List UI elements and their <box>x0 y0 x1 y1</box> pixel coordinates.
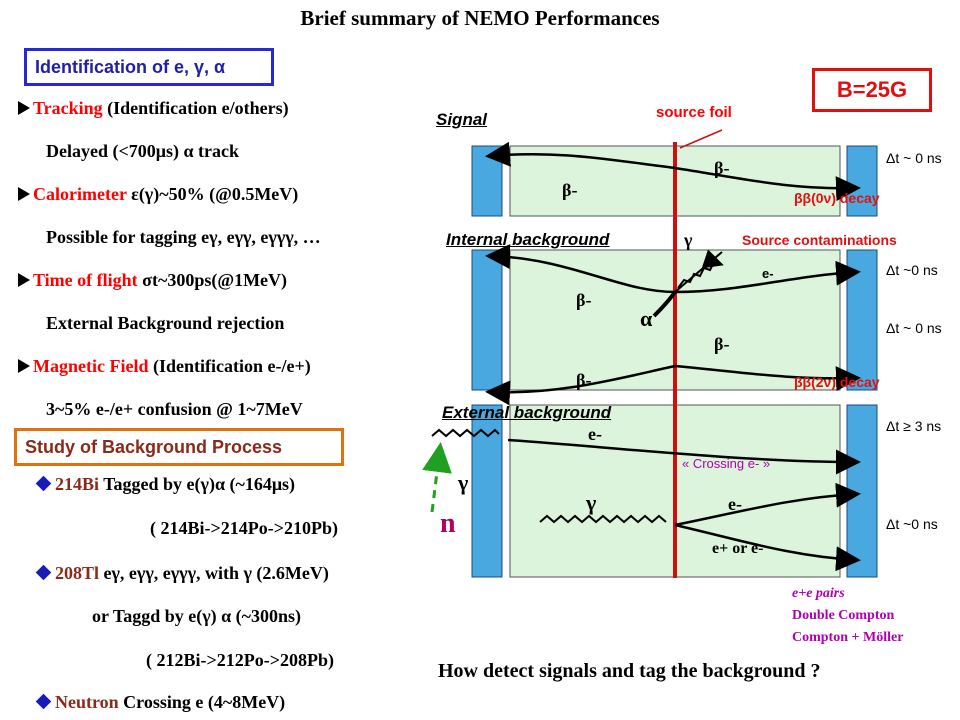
bi214-rest: Tagged by e(γ)α (~164μs) <box>99 474 296 494</box>
internal-track-lower-left <box>485 364 676 406</box>
gamma-external-bottom: γ <box>586 490 597 515</box>
bi214-line: 214Bi Tagged by e(γ)α (~164μs) <box>34 474 295 495</box>
signal-track-left <box>485 141 676 170</box>
beta-internal-lower-right: β- <box>714 334 730 354</box>
tl208-rest: eγ, eγγ, eγγγ, with γ (2.6MeV) <box>99 563 329 583</box>
tof-line: Time of flight σt~300ps(@1MeV) <box>18 270 287 291</box>
bullet-triangle-icon <box>18 273 30 287</box>
electron-crossing: e- <box>588 424 602 444</box>
tl208-sub: or Taggd by e(γ) α (~300ns) <box>92 606 302 626</box>
dt-label-4: Δt ≥ 3 ns <box>886 418 942 434</box>
source-foil-pointer <box>679 129 723 149</box>
neutron-line: Neutron Crossing e (4~8MeV) <box>34 692 285 713</box>
dt-label-3: Δt ~ 0 ns <box>886 320 942 336</box>
bi214-sub: ( 214Bi->214Po->210Pb) <box>150 518 338 538</box>
magnetic-rest: (Identification e-/e+) <box>148 356 311 376</box>
note-compton-moller: Compton + Möller <box>792 630 904 645</box>
note-pairs: e+e pairs <box>792 586 845 601</box>
left-calorimeter-3 <box>471 404 503 578</box>
tracking-rest: (Identification e/others) <box>102 98 289 118</box>
crossing-electron-track <box>507 438 861 475</box>
beta-internal-upper: β- <box>576 290 592 310</box>
gamma-internal: γ <box>684 230 693 250</box>
calorimeter-head: Calorimeter <box>33 184 127 204</box>
electron-pair: e- <box>728 494 742 514</box>
neutron-rest: Crossing e (4~8MeV) <box>118 692 286 712</box>
neutron-label: n <box>440 508 456 539</box>
internal-track-upper-right <box>674 260 861 294</box>
magnetic-line: Magnetic Field (Identification e-/e+) <box>18 356 311 377</box>
tl208-head: 208Tl <box>55 563 100 583</box>
internal-track-upper-left <box>485 244 676 294</box>
crossing-label: « Crossing e- » <box>682 456 771 471</box>
bullet-triangle-icon <box>18 187 30 201</box>
external-background-label: External background <box>442 403 612 422</box>
page-title: Brief summary of NEMO Performances <box>300 6 660 30</box>
tracking-line: Tracking (Identification e/others) <box>18 98 289 119</box>
gamma-wavy-external-top <box>431 428 500 438</box>
beta-signal-left: β- <box>562 180 578 200</box>
signal-track-right <box>674 166 861 202</box>
left-calorimeter-2 <box>471 249 503 391</box>
magnetic-head: Magnetic Field <box>33 356 149 376</box>
internal-background-label: Internal background <box>446 230 610 249</box>
gamma-wavy-external-bottom <box>539 514 667 524</box>
bi214-head: 214Bi <box>55 474 100 494</box>
beta-signal-right: β- <box>714 158 730 178</box>
background-box: Study of Background Process <box>14 428 344 466</box>
bullet-triangle-icon <box>18 359 30 373</box>
dt-label-2: Δt ~0 ns <box>886 262 938 278</box>
beta-internal-lower-left: β- <box>576 370 592 390</box>
tracking-head: Tracking <box>33 98 103 118</box>
b-field-box: B=25G <box>812 68 932 112</box>
bb0v-label: ββ(0ν) decay <box>794 190 880 206</box>
right-calorimeter-3 <box>846 404 878 578</box>
source-foil-label: source foil <box>656 104 732 121</box>
internal-track-lower-right <box>674 364 861 392</box>
pair-track-lower <box>674 523 861 572</box>
magnetic-sub: 3~5% e-/e+ confusion @ 1~7MeV <box>46 399 303 419</box>
alpha-label: α <box>640 306 653 331</box>
tl208-sub2: ( 212Bi->212Po->208Pb) <box>146 650 334 670</box>
bb2v-label: ββ(2ν) decay <box>794 374 880 390</box>
source-contaminations-label: Source contaminations <box>742 232 897 248</box>
right-calorimeter-2 <box>846 249 878 391</box>
gamma-wavy-internal <box>677 249 724 289</box>
tof-head: Time of flight <box>33 270 138 290</box>
neutron-arrow <box>422 442 452 513</box>
tof-rest: σt~300ps(@1MeV) <box>137 270 288 290</box>
bottom-question: How detect signals and tag the backgroun… <box>438 660 821 682</box>
calorimeter-sub: Possible for tagging eγ, eγγ, eγγγ, … <box>46 227 321 247</box>
calorimeter-line: Calorimeter ε(γ)~50% (@0.5MeV) <box>18 184 298 205</box>
alpha-track <box>652 290 677 318</box>
electron-internal: e- <box>762 266 774 281</box>
signal-label: Signal <box>436 110 488 129</box>
positron-or-electron: e+ or e- <box>712 540 764 557</box>
tof-sub: External Background rejection <box>46 313 285 333</box>
pair-track-upper <box>674 482 861 527</box>
gamma-external-left: γ <box>458 470 469 495</box>
neutron-head: Neutron <box>55 692 119 712</box>
dt-label-1: Δt ~ 0 ns <box>886 150 942 166</box>
dt-label-5: Δt ~0 ns <box>886 516 938 532</box>
tl208-line: 208Tl eγ, eγγ, eγγγ, with γ (2.6MeV) <box>34 563 329 584</box>
tracking-sub: Delayed (<700μs) α track <box>46 141 239 161</box>
identification-box: Identification of e, γ, α <box>24 48 274 86</box>
calorimeter-rest: ε(γ)~50% (@0.5MeV) <box>126 184 299 204</box>
bullet-triangle-icon <box>18 101 30 115</box>
note-double-compton: Double Compton <box>792 608 895 623</box>
